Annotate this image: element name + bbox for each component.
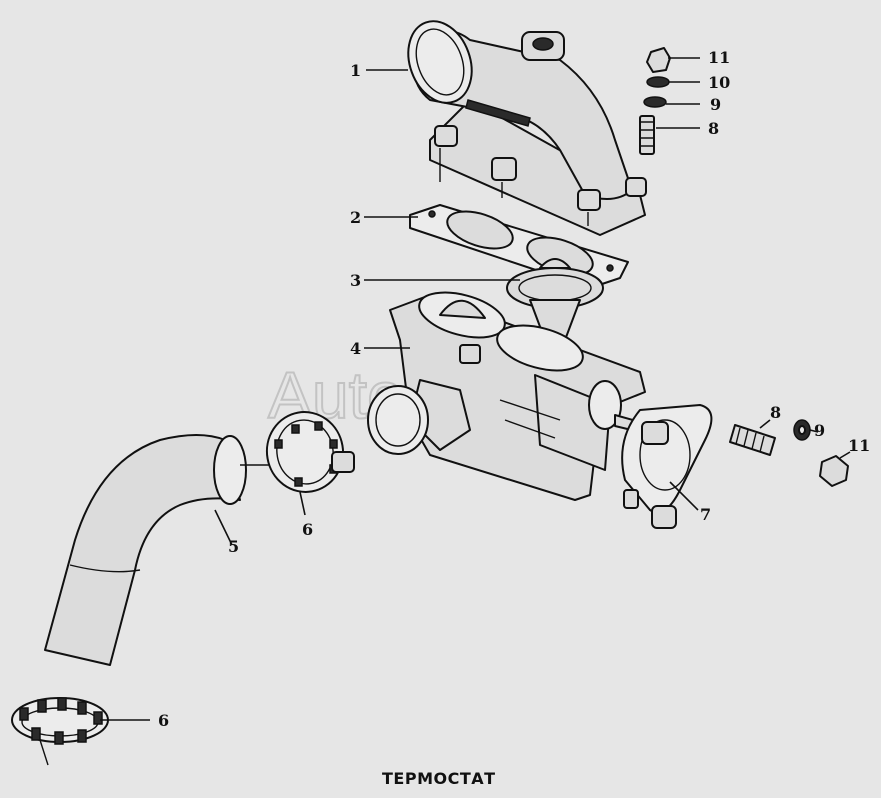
part-5-hose	[44, 434, 247, 666]
callout-8-right: 8	[770, 403, 781, 422]
part-7-flange-gasket	[621, 404, 713, 529]
diagram-caption: ТЕРМОСТАТ	[382, 769, 496, 788]
callout-2: 2	[350, 208, 361, 227]
callout-6-upper: 6	[302, 520, 313, 539]
callout-7: 7	[700, 505, 711, 524]
part-1-outlet-pipe	[407, 20, 647, 236]
callout-10: 10	[708, 73, 730, 92]
callout-8-top: 8	[708, 119, 719, 138]
callouts: 1 2 3 4 5 6 6 7 8 8 9 9 10 11 11	[158, 48, 870, 730]
right-fasteners	[729, 419, 849, 487]
callout-6-lower: 6	[158, 711, 169, 730]
callout-9-top: 9	[710, 95, 721, 114]
part-6-clamp-lower	[11, 697, 109, 766]
callout-5: 5	[228, 537, 239, 556]
part-6-clamp-upper	[265, 411, 355, 493]
callout-1: 1	[350, 61, 361, 80]
callout-11-top: 11	[708, 48, 730, 67]
part-4-housing	[367, 291, 646, 501]
callout-3: 3	[350, 271, 361, 290]
callout-4: 4	[350, 339, 361, 358]
leader-lines	[100, 57, 851, 721]
callout-9-right: 9	[814, 421, 825, 440]
callout-11-right: 11	[848, 436, 870, 455]
top-fasteners	[639, 47, 671, 155]
